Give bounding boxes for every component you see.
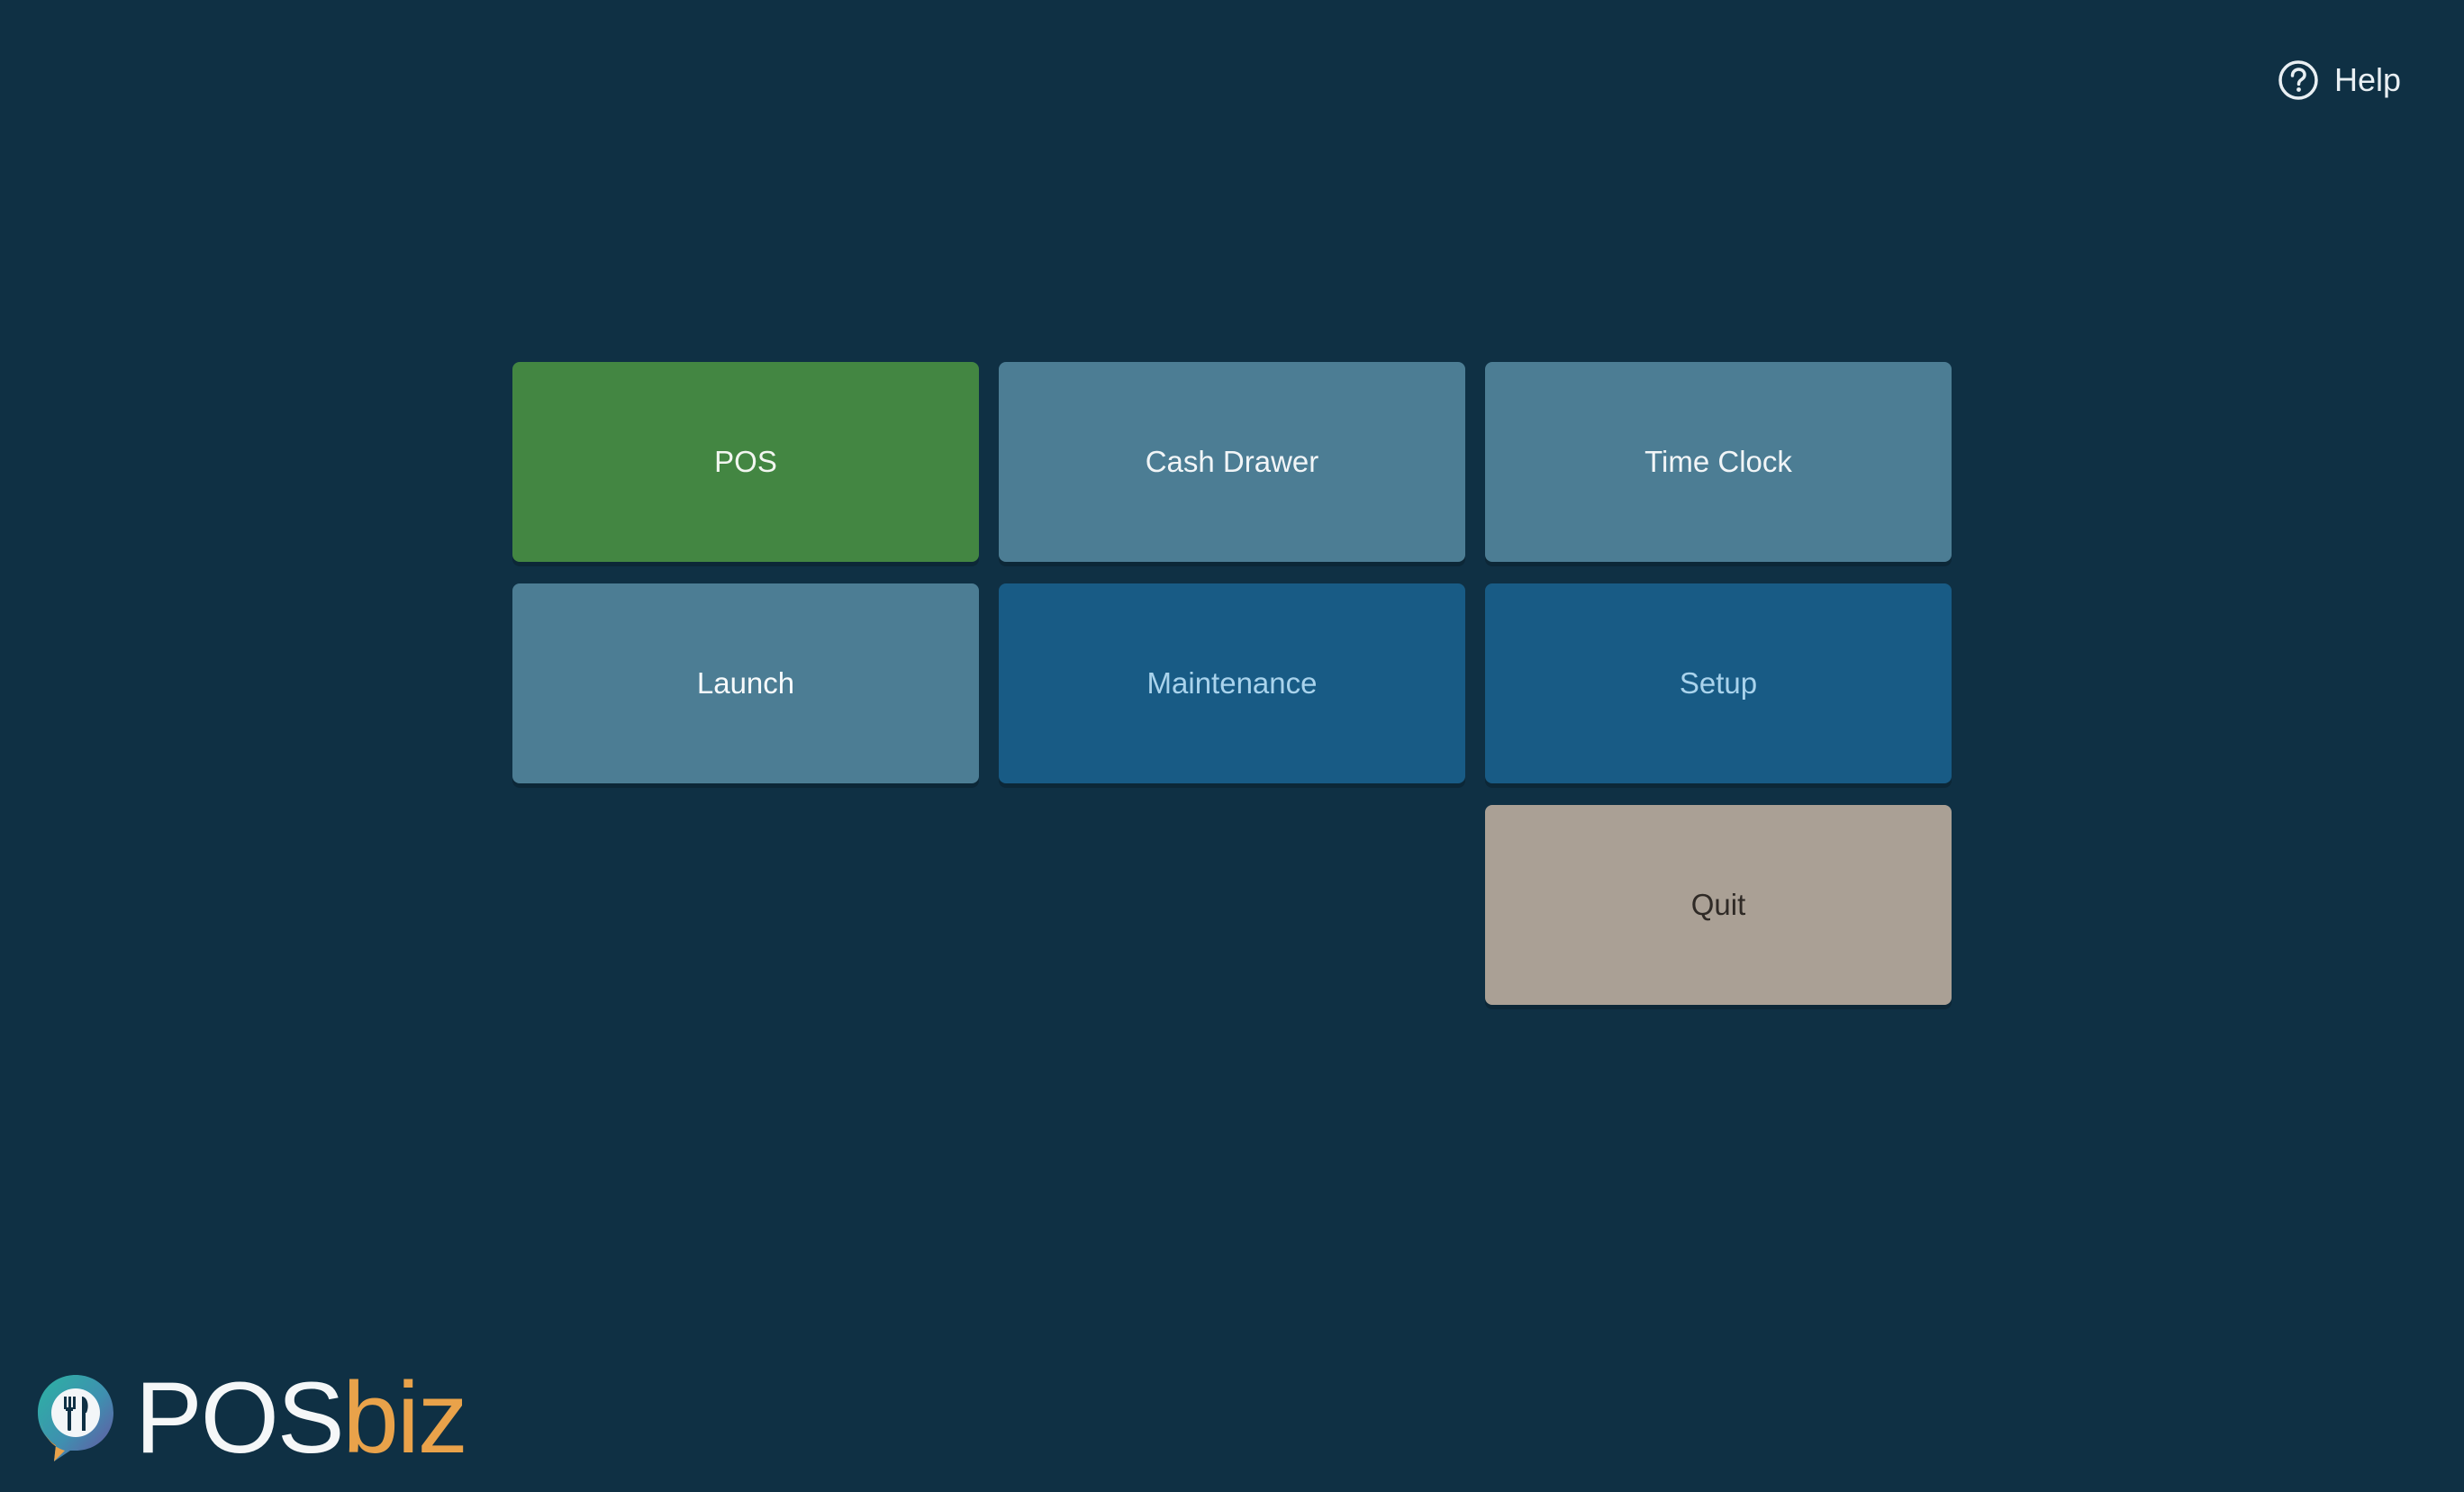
maintenance-button[interactable]: Maintenance bbox=[999, 583, 1465, 783]
quit-button-label: Quit bbox=[1690, 888, 1746, 921]
launch-button-label: Launch bbox=[696, 666, 795, 700]
help-button[interactable]: Help bbox=[2277, 56, 2401, 104]
cash-drawer-button[interactable]: Cash Drawer bbox=[999, 362, 1465, 562]
pos-button[interactable]: POS bbox=[512, 362, 979, 562]
logo-text-pos: POS bbox=[135, 1361, 345, 1474]
question-circle-icon bbox=[2278, 60, 2318, 100]
setup-button-label: Setup bbox=[1679, 666, 1758, 700]
time-clock-button[interactable]: Time Clock bbox=[1485, 362, 1952, 562]
help-label: Help bbox=[2334, 61, 2402, 98]
quit-button[interactable]: Quit bbox=[1485, 805, 1952, 1005]
fork-knife-chat-bubble-icon bbox=[38, 1375, 113, 1461]
setup-button[interactable]: Setup bbox=[1485, 583, 1952, 783]
logo-text-biz: biz bbox=[342, 1361, 468, 1474]
launch-button[interactable]: Launch bbox=[512, 583, 979, 783]
time-clock-button-label: Time Clock bbox=[1644, 445, 1792, 478]
pos-button-label: POS bbox=[714, 445, 777, 478]
maintenance-button-label: Maintenance bbox=[1146, 666, 1318, 700]
cash-drawer-button-label: Cash Drawer bbox=[1145, 445, 1319, 478]
